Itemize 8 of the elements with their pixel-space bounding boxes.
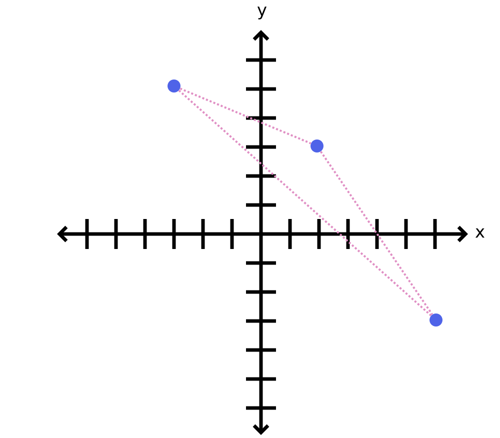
dotted-line bbox=[180, 88, 312, 144]
dotted-line bbox=[178, 90, 432, 316]
point bbox=[430, 313, 442, 326]
axis-label: x bbox=[475, 228, 484, 238]
point bbox=[168, 80, 180, 92]
point bbox=[310, 140, 324, 152]
dotted-line bbox=[320, 150, 434, 316]
axis-label: y bbox=[257, 6, 267, 20]
